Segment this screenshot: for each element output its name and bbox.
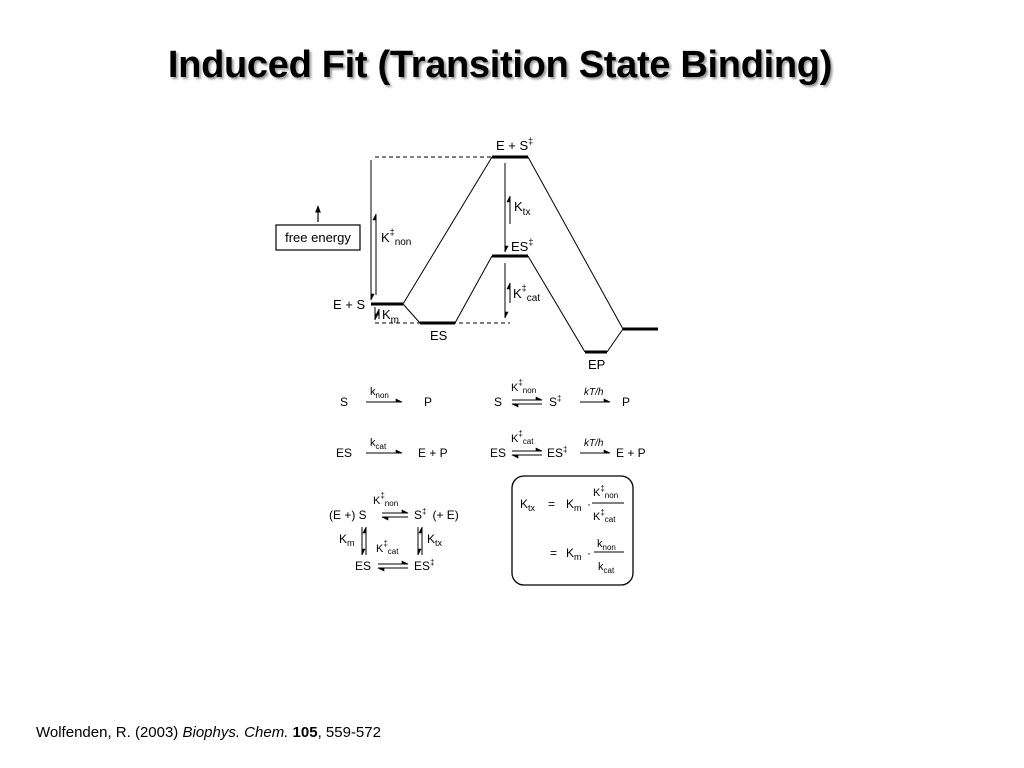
cat-fall [527, 255, 586, 353]
eq-num-2: knon [597, 538, 616, 552]
r2-right: P [622, 395, 630, 409]
cycle-top-left: (E +) S [329, 508, 367, 522]
reaction-schemes: S knon P S K‡non S‡ kT/h P ES kcat E + P… [336, 378, 646, 460]
cat-seg-2 [606, 328, 624, 353]
svg-text:·: · [587, 546, 591, 560]
cycle-bottom-left: ES [355, 559, 371, 573]
label-k-non: K‡non [381, 227, 411, 248]
energy-profile [275, 155, 658, 354]
label-ep: EP [588, 357, 605, 372]
cycle-mid-const: K‡cat [376, 539, 399, 556]
profile-labels: free energy E + S‡ ES‡ E + S ES EP K‡non… [285, 136, 605, 372]
cat-seg-1 [402, 303, 421, 324]
eq-num-1: K‡non [593, 484, 618, 500]
eq-equals-2: = [550, 546, 557, 560]
free-energy-label: free energy [285, 230, 351, 245]
svg-text:·: · [587, 497, 591, 511]
cycle-right-const: Ktx [427, 532, 443, 548]
r4-mid: ES‡ [547, 445, 567, 460]
eq-den-1: K‡cat [593, 508, 616, 524]
r4-right: E + P [616, 446, 646, 460]
cycle-top-right: S‡(+ E) [414, 507, 459, 522]
r4-const: K‡cat [511, 429, 534, 446]
r2-mid: S‡ [549, 394, 561, 409]
r2-rate: kT/h [584, 387, 604, 398]
equation-box: Ktx = Km · K‡non K‡cat = Km · knon kcat [511, 475, 634, 586]
r4-rate: kT/h [584, 438, 604, 449]
eq-equals-1: = [548, 497, 555, 511]
label-k-tx: Ktx [514, 199, 530, 218]
r4-left: ES [490, 446, 506, 460]
label-e-plus-s: E + S [333, 297, 365, 312]
uncat-rise [402, 156, 493, 305]
citation: Wolfenden, R. (2003) Biophys. Chem. 105,… [36, 724, 381, 741]
r1-right: P [424, 395, 432, 409]
label-es-ts: ES‡ [511, 237, 533, 254]
eq-km-1: Km [566, 497, 582, 513]
cycle-bottom-right: ES‡ [414, 558, 434, 573]
slide-title: Induced Fit (Transition State Binding) [167, 44, 833, 86]
thermo-cycle: (E +) S K‡non S‡(+ E) Km Ktx K‡cat ES ES… [329, 491, 459, 573]
label-k-cat: K‡cat [513, 283, 540, 304]
eq-den-2: kcat [598, 561, 615, 575]
label-k-m: Km [382, 307, 399, 326]
r1-left: S [340, 395, 348, 409]
uncat-fall [527, 156, 624, 330]
cycle-left-const: Km [339, 532, 355, 548]
r3-left: ES [336, 446, 352, 460]
r2-const: K‡non [511, 378, 536, 395]
label-e-plus-s-ts: E + S‡ [496, 136, 533, 153]
label-es: ES [430, 328, 448, 343]
eq-lhs: Ktx [520, 497, 536, 513]
cycle-top-const: K‡non [373, 491, 398, 508]
free-energy-box [275, 224, 361, 251]
eq-km-2: Km [566, 546, 582, 562]
r2-left: S [494, 395, 502, 409]
r1-rate: knon [370, 386, 389, 400]
r3-rate: kcat [370, 437, 387, 451]
cat-rise [454, 255, 493, 324]
r3-right: E + P [418, 446, 448, 460]
